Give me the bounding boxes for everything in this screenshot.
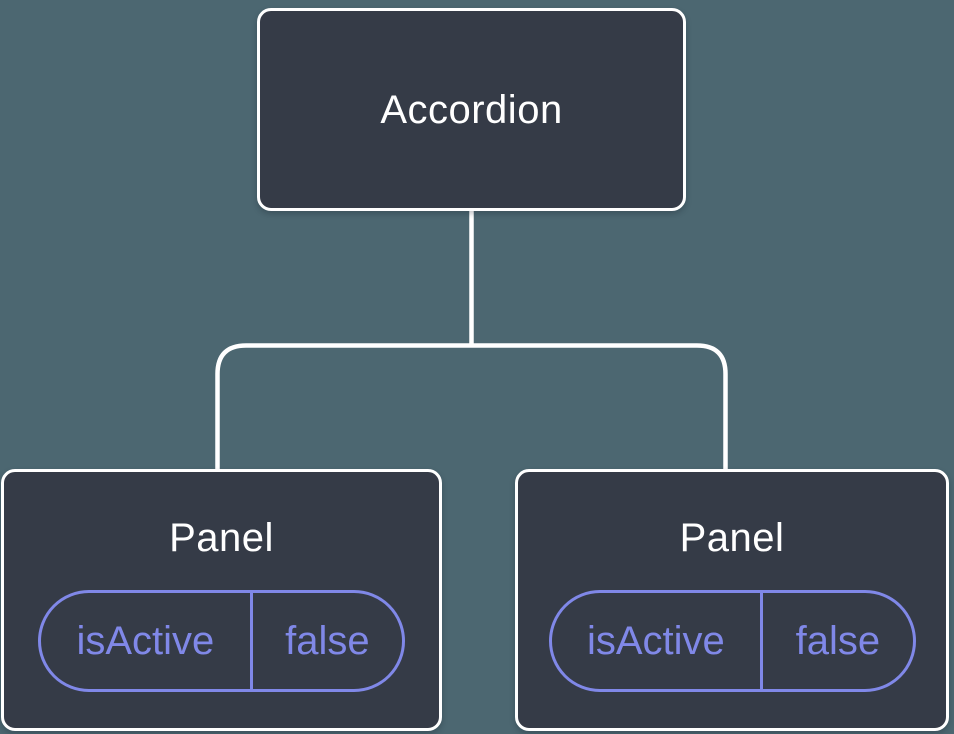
connector-branch xyxy=(215,343,728,471)
state-name: isActive xyxy=(41,593,253,689)
state-pill: isActive false xyxy=(548,590,916,692)
panel-label: Panel xyxy=(679,516,785,560)
state-value: false xyxy=(285,619,370,663)
panel-label: Panel xyxy=(169,516,274,560)
tree-node-panel-2: Panel isActive false xyxy=(515,469,949,731)
state-value: false xyxy=(795,619,881,663)
accordion-label: Accordion xyxy=(380,87,563,132)
state-name: isActive xyxy=(552,593,764,689)
state-pill: isActive false xyxy=(38,590,405,692)
tree-node-panel-1: Panel isActive false xyxy=(1,469,442,731)
tree-node-accordion: Accordion xyxy=(257,8,686,211)
